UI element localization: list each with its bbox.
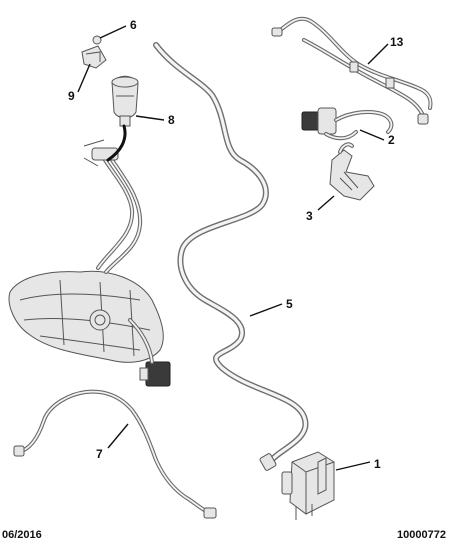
callout-9-label: 9 (68, 89, 75, 103)
callout-6-label: 7 (96, 447, 103, 461)
callout-5-label: 5 (286, 297, 293, 311)
diagram-date: 06/2016 (2, 529, 42, 541)
callout-13-label: 13 (390, 35, 404, 49)
callout-5: 5 (249, 297, 293, 317)
part-9-bracket (81, 45, 107, 69)
callout-3: 3 (306, 195, 335, 223)
callout-1: 1 (335, 457, 381, 471)
fuel-tank-assembly (8, 139, 171, 387)
part-5-end-connector (259, 453, 277, 471)
part-5-hose (153, 42, 309, 471)
tank-valve-block (128, 318, 171, 387)
callout-7: 6 (99, 18, 137, 39)
callout-3-label: 3 (306, 209, 313, 223)
diagram-reference-number: 10000772 (397, 529, 446, 541)
part-2-purge-valve (301, 107, 394, 141)
callout-13: 13 (367, 35, 404, 65)
callout-9: 9 (68, 63, 91, 103)
callout-8-label: 8 (168, 113, 175, 127)
callout-1-label: 1 (374, 457, 381, 471)
part-1-canister (281, 451, 335, 520)
callout-6: 7 (96, 423, 129, 461)
part-3-bracket (329, 142, 375, 201)
callout-2: 2 (359, 129, 395, 147)
callout-2-label: 2 (388, 133, 395, 147)
part-6-hose (13, 389, 217, 519)
callout-8: 8 (135, 113, 175, 127)
part-13-pipe-harness (271, 16, 433, 125)
callout-7-label: 6 (130, 18, 137, 32)
part-7-clip (92, 35, 102, 45)
part-8-valve (106, 75, 139, 162)
